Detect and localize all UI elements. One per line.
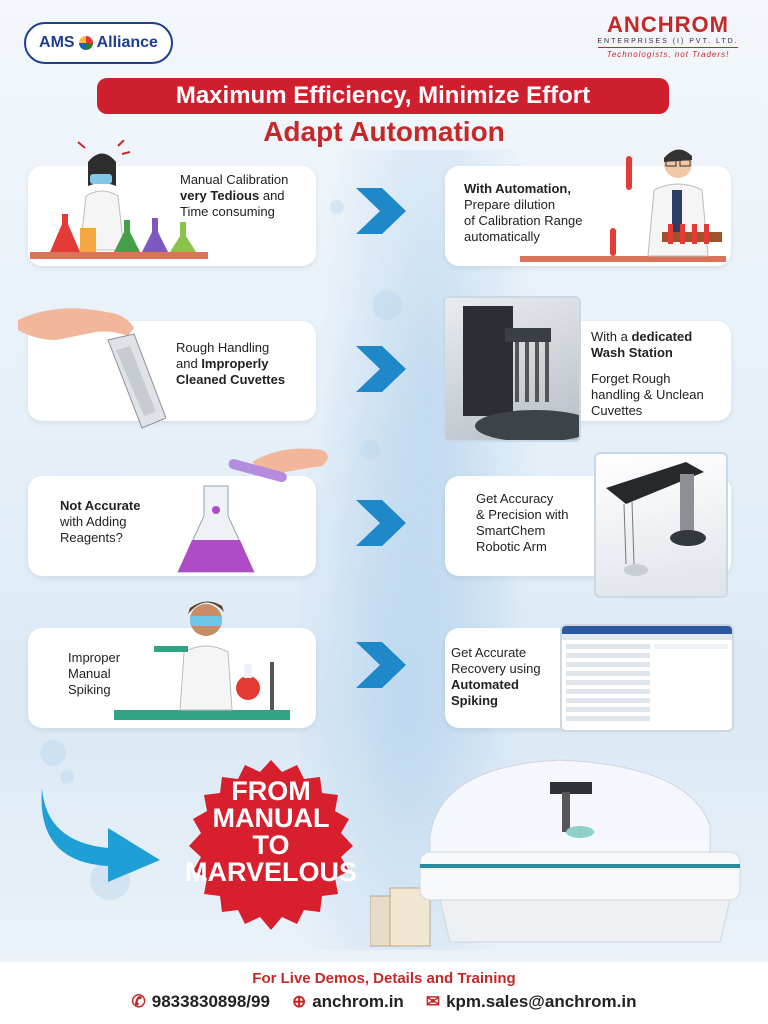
bubble-decor [60,770,74,784]
row1-left-text: Manual Calibration very Tedious and Time… [180,172,289,219]
bubble-decor [330,200,344,214]
anchrom-logo: ANCHROM ENTERPRISES (I) PVT. LTD. Techno… [588,12,748,59]
wash-station-photo [443,296,581,442]
robotic-arm-photo [594,452,728,598]
footer-title: For Live Demos, Details and Training [252,970,516,987]
flask-pipette-illustration [177,448,328,573]
wash-station-card [560,321,731,421]
marvelous-seal-badge [189,760,353,930]
software-screenshot [560,624,734,732]
scientist-test-tubes-illustration [520,149,726,262]
chevron-right-icon [356,346,406,392]
chevron-right-icon [356,642,406,688]
row4-right-text: Get Accurate Recovery using Automated Sp… [451,645,541,708]
hand-cuvette-illustration [18,308,166,429]
scientist-spiking-illustration [114,601,290,720]
logo-prefix: AMS [39,34,75,51]
globe-icon: ⊕ [291,992,307,1011]
row1-right-text: With Automation, Prepare dilution of Cal… [464,181,583,244]
headline-banner: Maximum Efficiency, Minimize Effort [97,78,669,114]
footer-bar [0,962,768,1024]
row2-left-text: Rough Handling and Improperly Cleaned Cu… [176,340,286,387]
row4-left-text: Improper Manual Spiking [68,650,121,697]
phone-icon: ✆ [131,992,146,1011]
seal-text: FROM MANUAL TO MARVELOUS [184,776,358,887]
brand-line: ENTERPRISES (I) PVT. LTD. [597,38,739,45]
email-link[interactable]: ✉kpm.sales@anchrom.in [425,992,637,1011]
globe-icon [78,36,93,50]
row2-right-text: With a dedicated Wash Station Forget Rou… [591,329,704,418]
scientist-flasks-illustration [30,140,208,259]
brand-tagline: Technologists, not Traders! [606,50,730,59]
bubble-decor [40,740,66,766]
brand-name: ANCHROM [607,12,729,37]
curved-arrow-icon [41,788,160,882]
reagent-card [28,476,316,576]
row3-right-text: Get Accuracy & Precision with SmartChem … [476,491,569,554]
chevron-right-icon [356,500,406,546]
mail-icon: ✉ [425,992,441,1011]
bubble-decor [372,290,402,320]
page-subtitle: Adapt Automation [263,116,505,147]
rough-handling-card [28,321,316,421]
row3-left-text: Not Accurate with Adding Reagents? [60,498,141,545]
chevron-right-icon [356,188,406,234]
website-link[interactable]: ⊕anchrom.in [291,992,404,1011]
logo-suffix: Alliance [96,34,158,51]
ams-alliance-logo: AMS Alliance [24,22,173,64]
phone-contact[interactable]: ✆9833830898/99 [131,992,270,1011]
smartchem-analyzer-photo [370,759,741,947]
bubble-decor [360,440,380,460]
contact-row: ✆9833830898/99 ⊕anchrom.in ✉kpm.sales@an… [0,992,768,1012]
